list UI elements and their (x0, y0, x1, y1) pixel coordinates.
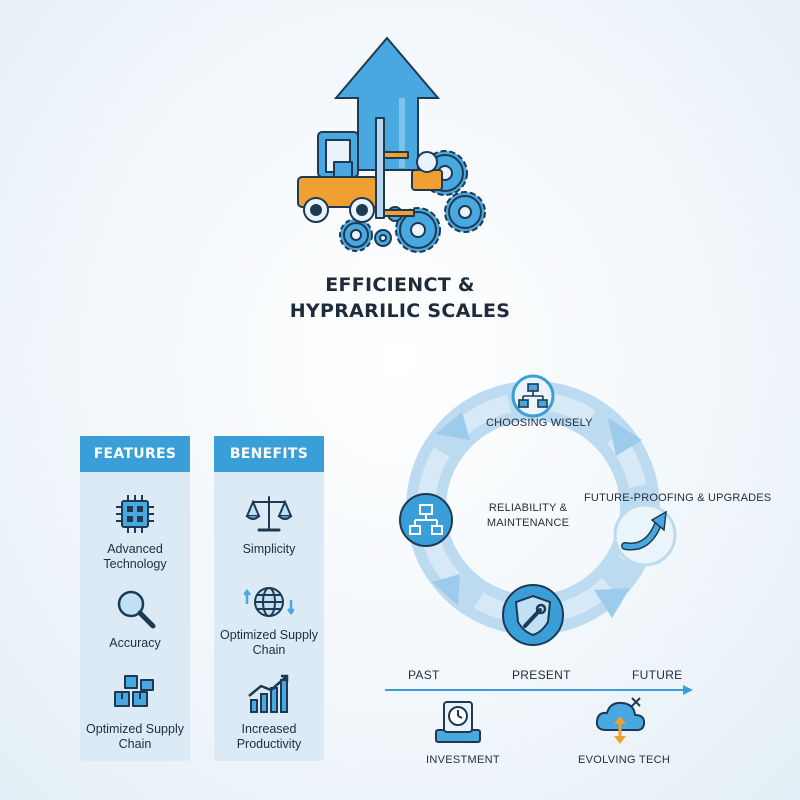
cycle-arrows (432, 412, 642, 618)
node-left (399, 493, 453, 547)
benefit-label-simplicity: Simplicity (242, 542, 296, 556)
benefit-item-optimized-supply-chain: Optimized Supply Chain (214, 582, 324, 658)
scale-device-icon (411, 151, 443, 191)
growth-arrow-icon (333, 36, 441, 171)
network-icon (409, 504, 443, 535)
magnifier-icon (117, 590, 156, 629)
timeline-item-evolving-tech: EVOLVING TECH (578, 754, 671, 766)
timeline-label-past: PAST (408, 668, 440, 682)
cloud-update-icon (595, 697, 646, 744)
shield-wrench-icon (514, 594, 552, 637)
timeline-axis (385, 685, 693, 695)
node-choosing-wisely (511, 374, 555, 418)
feature-item-accuracy: Accuracy (80, 586, 190, 651)
growth-chart-icon (248, 674, 289, 713)
benefit-label-optimized-supply-chain: Optimized Supply Chain (220, 628, 318, 657)
benefits-header: BENEFITS (214, 436, 324, 472)
balance-scale-icon (245, 496, 293, 532)
hero-illustration (297, 36, 486, 253)
page-title: EFFICIENCT & HYPRARILIC SCALES (200, 272, 600, 324)
globe-arrows-icon (244, 587, 294, 617)
node-maintenance (502, 584, 564, 646)
feature-item-optimized-supply-chain: Optimized Supply Chain (80, 672, 190, 752)
feature-label-optimized-supply-chain: Optimized Supply Chain (86, 722, 184, 751)
timeline-label-present: PRESENT (512, 668, 571, 682)
feature-item-advanced-technology: Advanced Technology (80, 492, 190, 572)
cycle-label-top: CHOOSING WISELY (486, 417, 593, 429)
cycle-label-center: RELIABILITY & MAINTENANCE (478, 501, 578, 531)
gears-icon (339, 150, 486, 253)
features-panel: FEATURES Advanced Technology Accur (80, 436, 190, 761)
timeline-label-future: FUTURE (632, 668, 683, 682)
title-line-1: EFFICIENCT & (325, 274, 475, 296)
forklift-icon (297, 117, 415, 223)
timeline-item-investment: INVESTMENT (426, 754, 500, 766)
benefits-panel: BENEFITS Simplicity (214, 436, 324, 761)
feature-label-accuracy: Accuracy (109, 636, 161, 650)
benefit-label-increased-productivity: Increased Productivity (236, 722, 302, 751)
cycle-label-right: FUTURE-PROOFING & UPGRADES (584, 492, 772, 504)
cycle-center-line-1: RELIABILITY & (488, 502, 568, 514)
features-header: FEATURES (80, 436, 190, 472)
node-future-proofing (613, 503, 677, 567)
investment-scale-icon (435, 701, 481, 743)
cycle-diagram (399, 374, 677, 646)
feature-label-advanced-technology: Advanced Technology (103, 542, 167, 571)
benefit-item-simplicity: Simplicity (214, 492, 324, 557)
cycle-center-line-2: MAINTENANCE (486, 517, 570, 529)
benefit-item-increased-productivity: Increased Productivity (214, 672, 324, 752)
chip-icon (116, 495, 154, 533)
title-line-2: HYPRARILIC SCALES (289, 300, 511, 322)
hierarchy-icon (518, 383, 548, 408)
boxes-icon (114, 675, 154, 707)
